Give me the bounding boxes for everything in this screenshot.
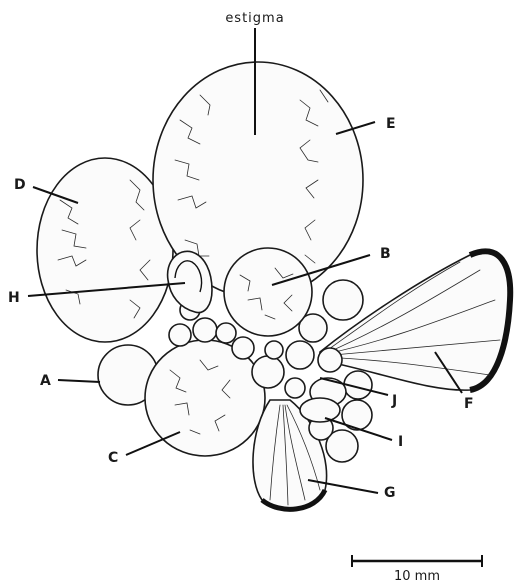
structure-i <box>300 398 340 422</box>
label-estigma: estigma <box>225 11 284 26</box>
structure-f <box>320 251 510 390</box>
label-f: F <box>464 396 474 412</box>
label-c: C <box>108 450 118 466</box>
structure-b <box>224 248 312 336</box>
scale-bar: 10 mm <box>352 555 482 584</box>
label-e: E <box>386 116 396 132</box>
label-g: G <box>384 485 396 501</box>
label-b: B <box>380 246 391 262</box>
leader-a <box>58 380 100 382</box>
label-h: H <box>8 290 20 306</box>
scale-bar-label: 10 mm <box>394 569 440 584</box>
label-d: D <box>14 177 26 193</box>
label-a: A <box>40 373 51 389</box>
label-j: J <box>391 393 397 409</box>
label-i: I <box>398 434 403 450</box>
